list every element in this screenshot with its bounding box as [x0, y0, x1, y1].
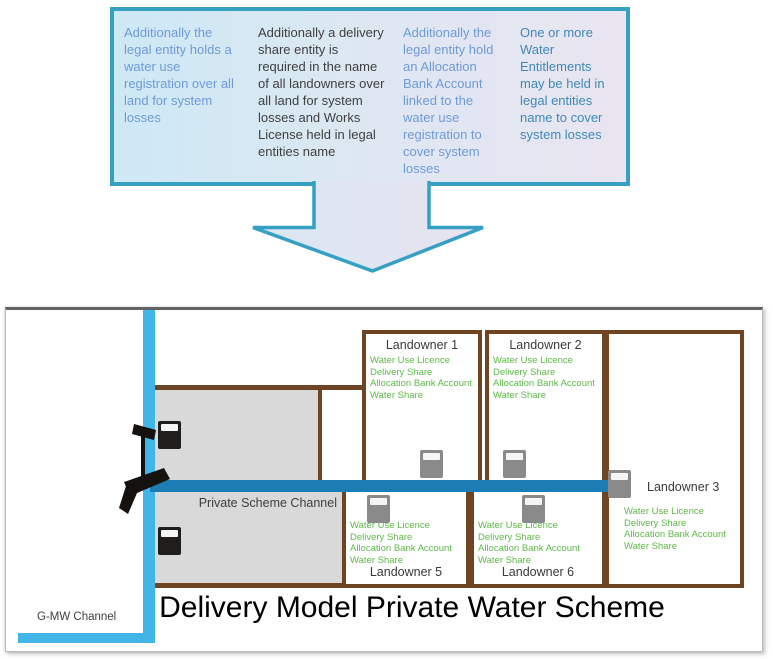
credential-allocation-bank-account: Allocation Bank Account [493, 378, 595, 389]
credential-allocation-bank-account: Allocation Bank Account [370, 378, 472, 389]
landowner-3-label: Landowner 3 [647, 480, 720, 494]
credential-delivery-share: Delivery Share [624, 517, 687, 529]
credential-water-use-licence: Water Use Licence [350, 520, 430, 531]
credential-water-share: Water Share [478, 554, 531, 566]
credential-delivery-share: Delivery Share [350, 531, 413, 543]
banner-statement-4: One or more Water Entitlements may be he… [520, 25, 605, 142]
credential-allocation-bank-account: Allocation Bank Account [624, 529, 726, 540]
landowner-2-parcel: Landowner 2 Water Use Licence Delivery S… [485, 330, 606, 492]
landowner-6-label: Landowner 6 [501, 565, 575, 579]
landowner-1-label: Landowner 1 [385, 338, 459, 352]
landowner-5-label: Landowner 5 [369, 565, 443, 579]
credential-allocation-bank-account: Allocation Bank Account [350, 543, 452, 554]
scheme-meter-icon [158, 421, 181, 449]
banner-statement-1: Additionally the legal entity holds a wa… [124, 25, 234, 125]
statement-banner: Additionally the legal entity holds a wa… [110, 7, 630, 186]
landowner-5-meter-icon [367, 495, 390, 523]
landowner-3-meter-icon [608, 470, 631, 498]
credential-water-share: Water Share [624, 540, 677, 552]
landowner-5-credentials: Water Use Licence Delivery Share Allocat… [350, 520, 452, 566]
credential-water-share: Water Share [493, 389, 546, 401]
landowner-1-meter-icon [420, 450, 443, 478]
scheme-land-lower [155, 492, 342, 588]
landowner-2-credentials: Water Use Licence Delivery Share Allocat… [493, 355, 595, 401]
credential-delivery-share: Delivery Share [370, 366, 433, 378]
landowner-1-credentials: Water Use Licence Delivery Share Allocat… [370, 355, 472, 401]
credential-water-use-licence: Water Use Licence [493, 355, 573, 366]
gmw-channel-label: G-MW Channel [37, 611, 117, 623]
credential-water-share: Water Share [370, 389, 423, 401]
landowner-5-parcel: Water Use Licence Delivery Share Allocat… [342, 488, 470, 588]
scheme-meter-icon [158, 527, 181, 555]
banner-statement-3: Additionally the legal entity hold an Al… [403, 25, 494, 176]
landowner-6-credentials: Water Use Licence Delivery Share Allocat… [478, 520, 580, 566]
landowner-3-credentials: Water Use Licence Delivery Share Allocat… [624, 506, 726, 552]
scheme-diagram-panel: Landowner 1 Water Use Licence Delivery S… [5, 307, 763, 652]
landowner-6-meter-icon [522, 495, 545, 523]
scheme-land-upper [155, 385, 322, 482]
gmw-channel-horizontal [18, 633, 155, 643]
credential-allocation-bank-account: Allocation Bank Account [478, 543, 580, 554]
banner-statement-2: Additionally a delivery share entity is … [258, 25, 385, 159]
private-scheme-channel-label: Private Scheme Channel [198, 496, 337, 510]
credential-delivery-share: Delivery Share [478, 531, 541, 543]
landowner-2-meter-icon [503, 450, 526, 478]
boundary-connector-line [322, 385, 371, 390]
landowner-2-label: Landowner 2 [509, 338, 582, 352]
channel-gate-icon [119, 424, 170, 514]
diagram-title: Delivery Model Private Water Scheme [159, 591, 665, 624]
credential-water-use-licence: Water Use Licence [478, 520, 558, 531]
credential-water-use-licence: Water Use Licence [370, 355, 450, 366]
credential-water-share: Water Share [350, 554, 403, 566]
credential-water-use-licence: Water Use Licence [624, 506, 704, 517]
landowner-3-parcel: Landowner 3 Water Use Licence Delivery S… [605, 330, 744, 588]
private-scheme-channel [150, 480, 612, 492]
credential-delivery-share: Delivery Share [493, 366, 556, 378]
